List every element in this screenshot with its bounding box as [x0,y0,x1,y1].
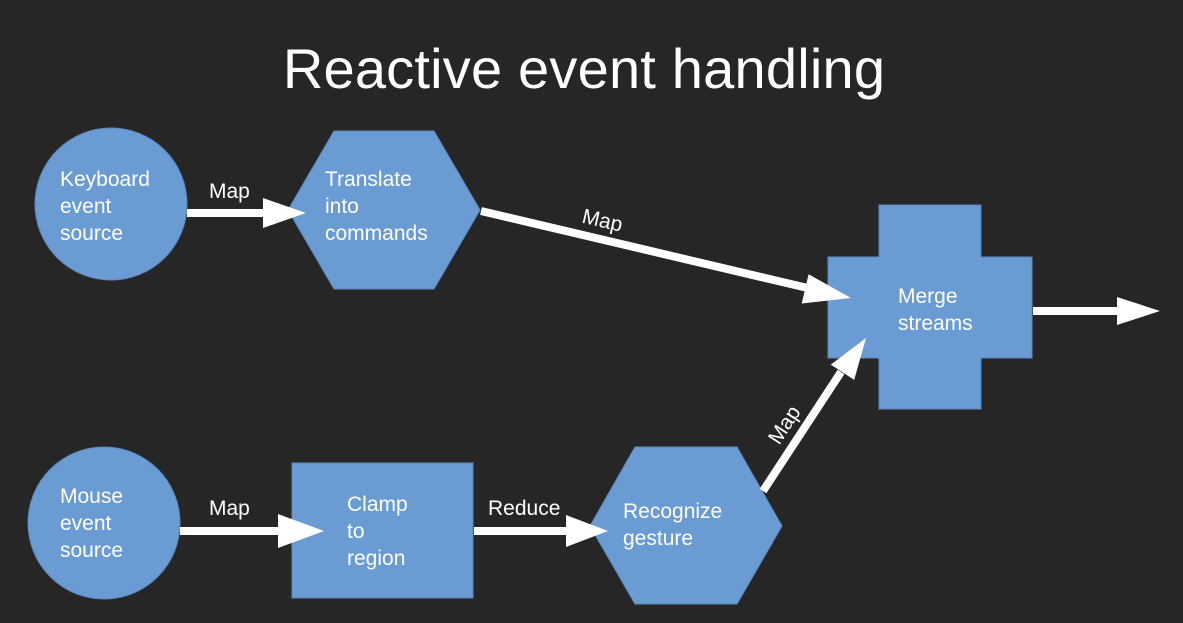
translate-label-line-1: Translate [325,168,412,191]
recognize-node [589,446,783,605]
recognize-to-merge-arrowhead [830,338,866,380]
mouse-source-label: Mouse event source [60,483,123,564]
translate-label: Translate into commands [325,166,428,247]
mouse-source-node [27,446,181,600]
merge-output-arrowhead [1117,297,1160,325]
translate-label-line-3: commands [325,222,428,245]
merge-label: Merge streams [898,283,973,337]
mouse-source-label-line-1: Mouse [60,485,124,508]
clamp-to-recognize-label: Reduce [488,497,561,520]
translate-to-merge-arrowhead [801,274,851,304]
keyboard-to-translate-label: Map [209,180,250,203]
keyboard-source-label-line-3: source [60,222,124,245]
keyboard-source-label: Keyboard event source [60,166,150,247]
merge-node [827,204,1033,410]
mouse-source-label-line-2: event [60,512,112,535]
merge-label-line-1: Merge [898,285,958,308]
mouse-to-clamp-arrowhead [278,514,324,548]
recognize-label: Recognize gesture [623,498,722,552]
recognize-label-line-2: gesture [623,527,694,550]
keyboard-source-node [34,127,188,281]
diagram-title: Reactive event handling [282,37,886,100]
clamp-label-line-3: region [347,547,406,570]
clamp-label-line-2: to [347,520,365,543]
keyboard-to-translate-arrowhead [263,198,306,228]
translate-to-merge-arrow [480,207,813,293]
translate-label-line-2: into [325,195,359,218]
mouse-to-clamp-label: Map [209,497,250,520]
clamp-label: Clamp to region [347,491,408,572]
mouse-source-label-line-3: source [60,539,124,562]
translate-node [287,130,481,290]
clamp-label-line-1: Clamp [347,493,408,516]
recognize-to-merge-arrow [759,369,845,494]
keyboard-source-label-line-2: event [60,195,112,218]
recognize-label-line-1: Recognize [623,500,723,523]
clamp-to-recognize-arrowhead [566,515,608,547]
keyboard-source-label-line-1: Keyboard [60,168,150,191]
merge-label-line-2: streams [898,312,973,335]
